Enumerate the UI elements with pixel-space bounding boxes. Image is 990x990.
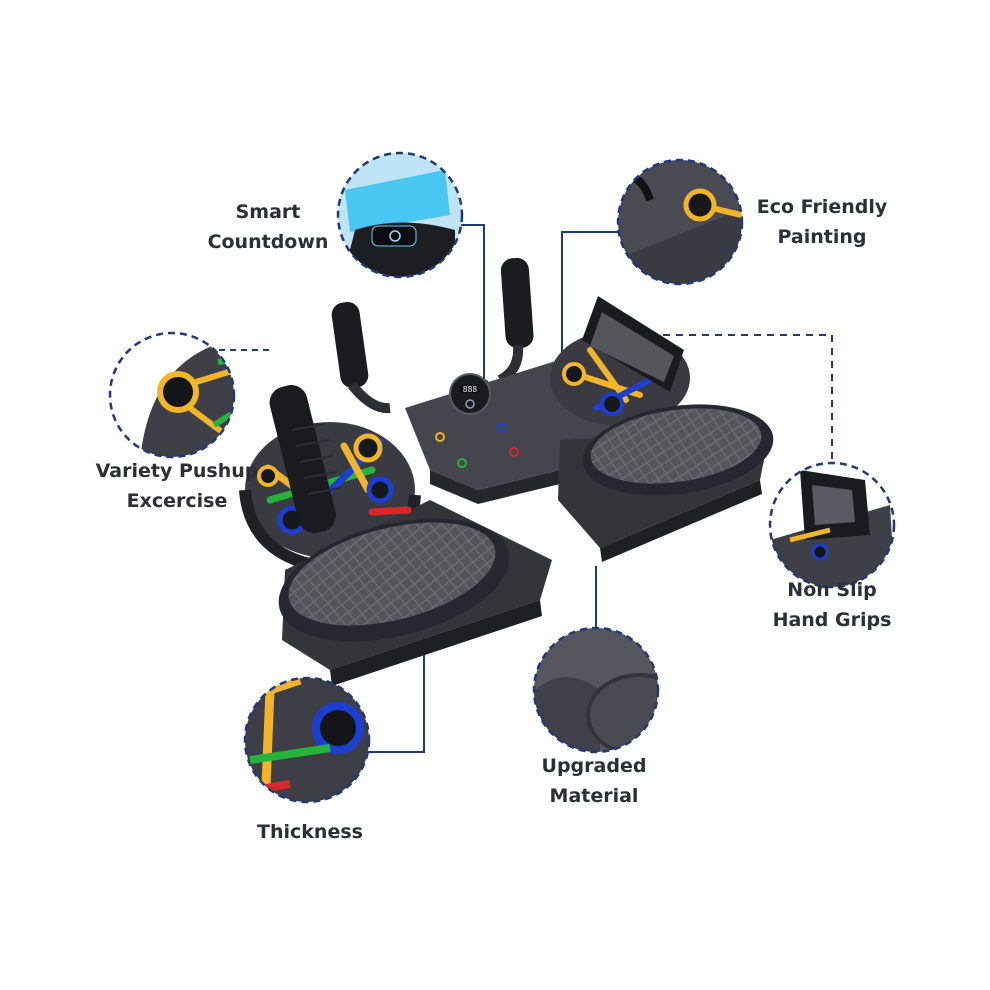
label-line: Hand Grips xyxy=(772,609,892,631)
label-line: Upgraded xyxy=(541,755,647,777)
label-non-slip: Non Slip Hand Grips xyxy=(762,575,902,635)
label-line: Smart xyxy=(235,201,301,223)
label-line: Material xyxy=(549,785,639,807)
label-line: Painting xyxy=(777,226,867,248)
callout-circle-eco-friendly xyxy=(616,158,744,286)
label-line: Eco Friendly xyxy=(756,196,888,218)
label-line: Countdown xyxy=(207,231,329,253)
label-thickness: Thickness xyxy=(240,817,380,847)
label-line: Variety Pushup xyxy=(95,460,259,482)
label-line: Excercise xyxy=(126,490,228,512)
callout-circle-non-slip xyxy=(768,461,896,589)
callout-circle-variety-pushup xyxy=(108,331,236,459)
callout-circle-thickness xyxy=(243,676,371,804)
callout-circle-smart-countdown xyxy=(336,151,464,279)
label-line: Non Slip xyxy=(787,579,877,601)
label-eco-friendly: Eco Friendly Painting xyxy=(742,192,902,252)
timer-readout: 888 xyxy=(463,385,478,394)
label-smart-countdown: Smart Countdown xyxy=(198,197,338,257)
label-line: Thickness xyxy=(257,821,363,843)
label-variety-pushup: Variety Pushup Excercise xyxy=(82,456,272,516)
callout-circle-upgraded-material xyxy=(532,626,660,754)
pushup-board: 888 xyxy=(239,257,774,686)
label-upgraded-material: Upgraded Material xyxy=(524,751,664,811)
